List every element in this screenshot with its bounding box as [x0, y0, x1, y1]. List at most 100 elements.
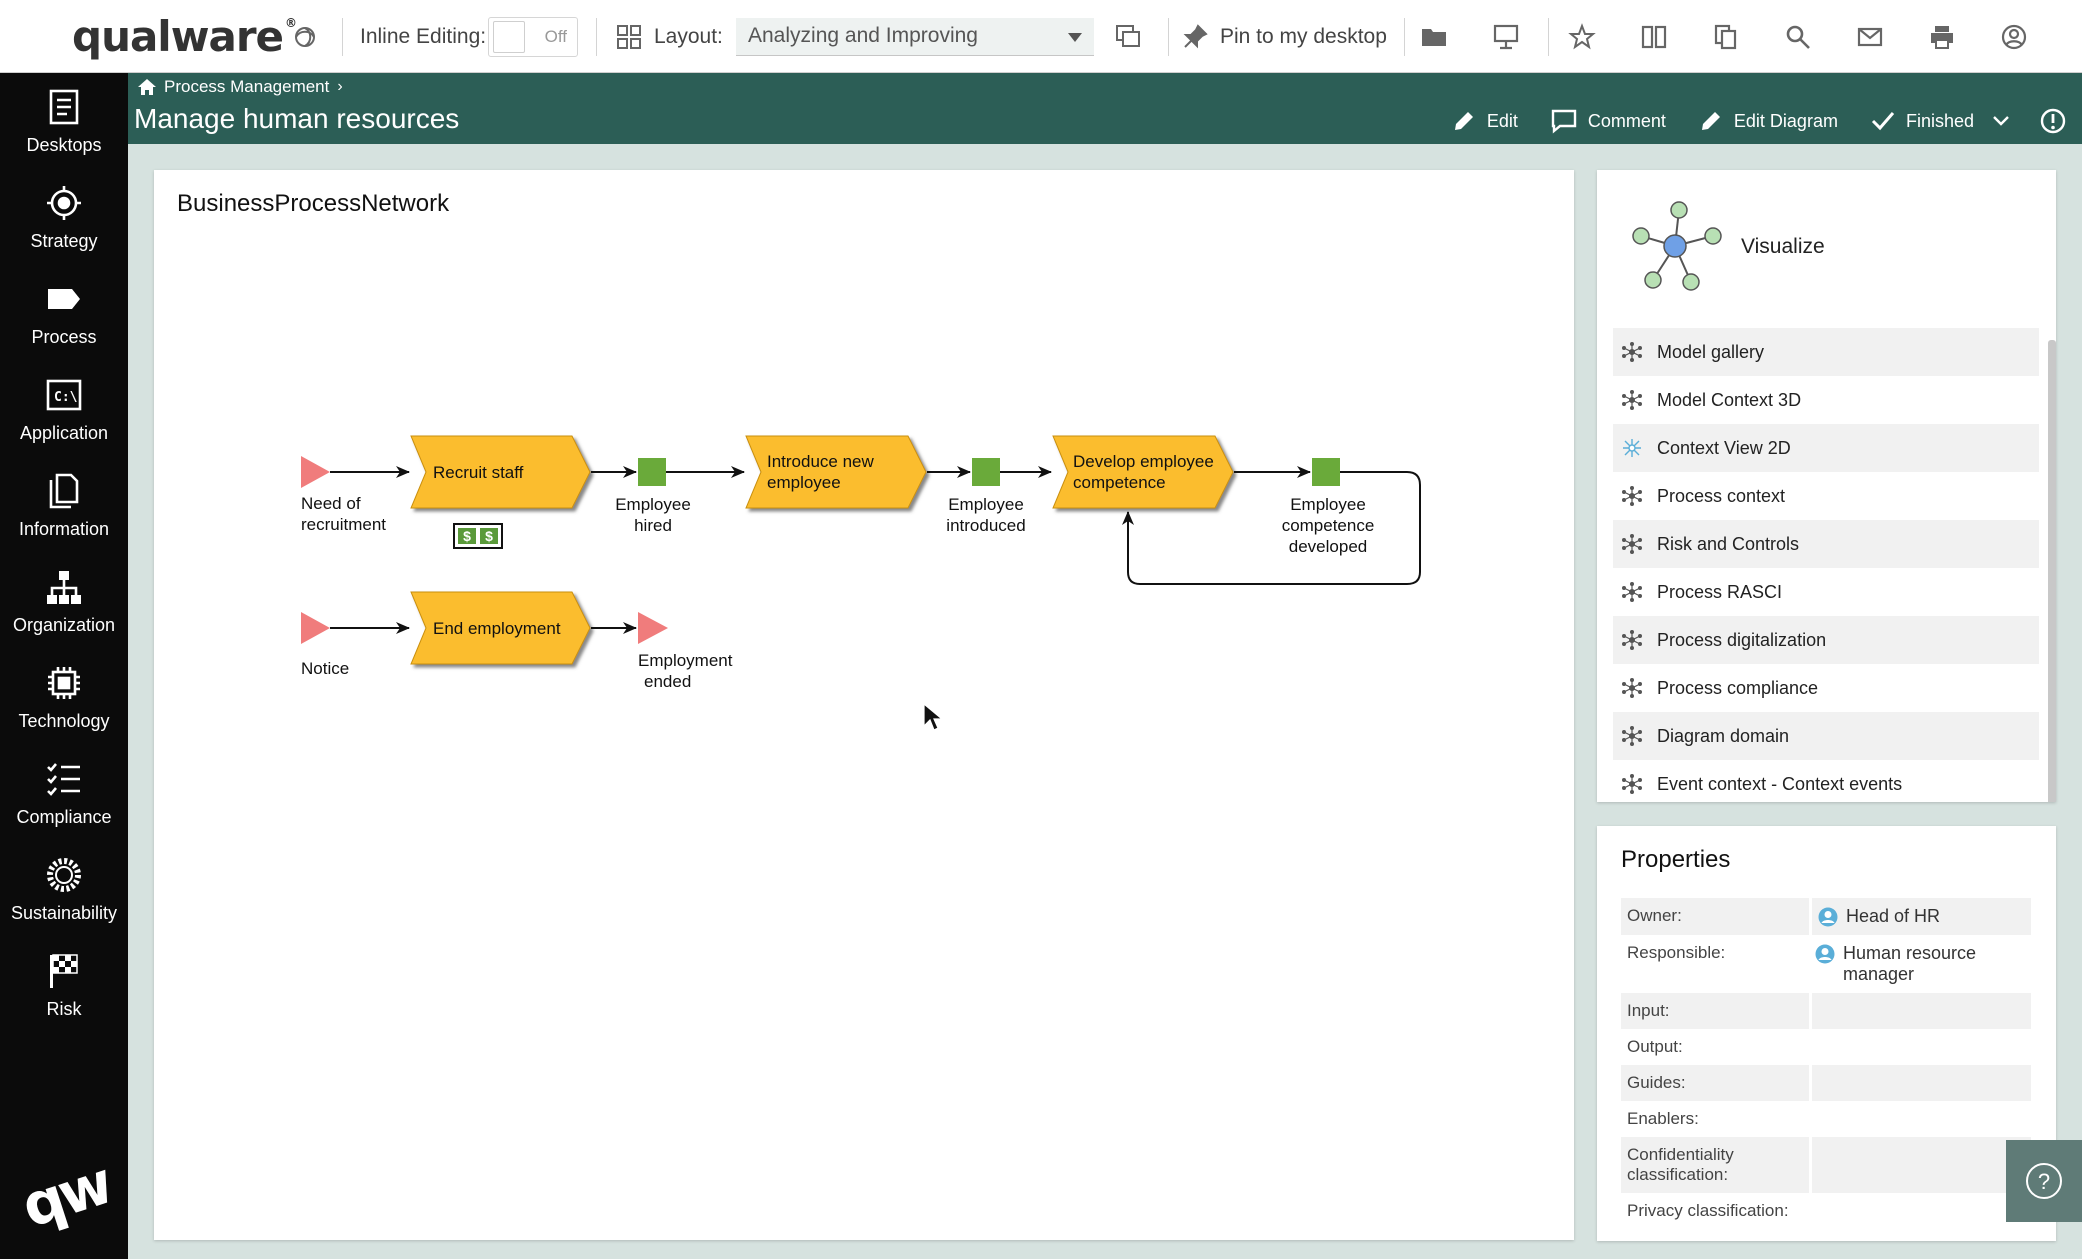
favorite-button[interactable] — [1568, 0, 1596, 73]
dollar-icon: $ — [463, 528, 471, 544]
property-value-link[interactable]: Head of HR — [1809, 898, 2031, 935]
network-icon — [1622, 342, 1642, 362]
toolbar-separator — [1404, 18, 1405, 56]
network-icon — [1622, 774, 1642, 794]
person-icon — [1815, 944, 1835, 964]
breadcrumb-process-management[interactable]: Process Management — [164, 77, 330, 96]
help-button[interactable]: ? — [2006, 1140, 2082, 1222]
properties-title: Properties — [1621, 846, 1731, 873]
event-label: Employee — [615, 495, 691, 514]
edit-diagram-button[interactable]: Edit Diagram — [1698, 108, 1838, 134]
end-event-employment-ended[interactable] — [638, 612, 668, 644]
event-label: Need of — [301, 494, 361, 513]
finished-label: Finished — [1905, 110, 1974, 131]
property-row-guides: Guides: — [1621, 1065, 2031, 1101]
visualize-item-label: Diagram domain — [1657, 725, 1790, 746]
nav-item-desktops[interactable]: Desktops — [0, 73, 128, 169]
nav-item-process[interactable]: Process — [0, 265, 128, 361]
inline-editing-toggle[interactable]: Off — [488, 16, 578, 57]
open-windows-button[interactable] — [1114, 0, 1142, 73]
folder-button[interactable] — [1420, 0, 1448, 73]
visualize-list: Model gallery Model Context 3D Context V… — [1613, 328, 2039, 802]
property-key: Output: — [1627, 1037, 1683, 1056]
strategy-icon — [44, 183, 84, 223]
presentation-button[interactable] — [1492, 0, 1520, 73]
copy-button[interactable] — [1712, 0, 1740, 73]
event-employee-introduced[interactable] — [972, 458, 1000, 486]
property-value — [1809, 993, 2031, 1029]
process-introduce-new-employee[interactable] — [745, 435, 927, 509]
visualize-item-diagram-domain[interactable]: Diagram domain — [1613, 712, 2039, 760]
event-label: ended — [644, 672, 691, 691]
property-row-output: Output: — [1621, 1029, 2031, 1065]
network-icon — [1622, 390, 1642, 410]
compliance-icon — [44, 759, 84, 799]
process-recruit-staff[interactable] — [410, 435, 591, 509]
nav-label: Organization — [12, 615, 116, 635]
nav-item-application[interactable]: C:\ Application — [0, 361, 128, 457]
pin-to-desktop-button[interactable]: Pin to my desktop — [1182, 0, 1387, 73]
process-label: Recruit staff — [433, 463, 524, 482]
qualiware-logo[interactable]: qualware® — [72, 11, 297, 61]
process-end-employment[interactable] — [410, 591, 591, 665]
visualize-scrollbar[interactable] — [2048, 340, 2056, 802]
nav-item-risk[interactable]: Risk — [0, 937, 128, 1033]
visualize-item-model-context-3d[interactable]: Model Context 3D — [1613, 376, 2039, 424]
context-view-icon — [1623, 439, 1641, 457]
process-label: End employment — [433, 619, 561, 638]
visualize-item-process-compliance[interactable]: Process compliance — [1613, 664, 2039, 712]
property-key: Privacy classification: — [1627, 1201, 1789, 1220]
network-icon — [1622, 582, 1642, 602]
mail-button[interactable] — [1856, 0, 1884, 73]
start-event-notice[interactable] — [301, 612, 330, 644]
info-button[interactable] — [2040, 108, 2076, 134]
finished-button[interactable]: Finished — [1870, 108, 1974, 134]
print-button[interactable] — [1928, 0, 1956, 73]
visualize-item-model-gallery[interactable]: Model gallery — [1613, 328, 2039, 376]
start-event-need-of-recruitment[interactable] — [301, 456, 330, 488]
nav-item-technology[interactable]: Technology — [0, 649, 128, 745]
visualize-item-risk-and-controls[interactable]: Risk and Controls — [1613, 520, 2039, 568]
user-account-button[interactable] — [2000, 0, 2028, 73]
property-key: Owner: — [1621, 898, 1809, 935]
search-button[interactable] — [1784, 0, 1812, 73]
layout-select[interactable]: Analyzing and Improving — [736, 17, 1094, 56]
event-employee-competence-developed[interactable] — [1312, 458, 1340, 486]
visualize-item-event-context[interactable]: Event context - Context events — [1613, 760, 2039, 802]
help-icon: ? — [2026, 1163, 2062, 1199]
finished-dropdown-button[interactable] — [1992, 114, 2020, 128]
property-value — [1809, 1101, 2031, 1137]
nav-label: Desktops — [26, 135, 102, 155]
alert-circle-icon — [2040, 108, 2066, 134]
nav-item-sustainability[interactable]: Sustainability — [0, 841, 128, 937]
visualize-item-process-rasci[interactable]: Process RASCI — [1613, 568, 2039, 616]
toolbar-separator — [1548, 18, 1549, 56]
process-develop-employee-competence[interactable] — [1052, 435, 1234, 509]
nav-item-organization[interactable]: Organization — [0, 553, 128, 649]
svg-text:C:\: C:\ — [54, 390, 78, 405]
property-value-link[interactable]: Human resource manager — [1809, 935, 2031, 993]
chevron-right-icon: › — [337, 78, 343, 95]
logo-text: qualware — [72, 11, 284, 61]
nav-label: Process — [31, 327, 97, 347]
home-icon[interactable] — [136, 77, 158, 97]
information-icon — [44, 471, 84, 511]
star-icon — [1568, 22, 1596, 49]
visualize-item-process-digitalization[interactable]: Process digitalization — [1613, 616, 2039, 664]
property-row-owner: Owner: Head of HR — [1621, 898, 2031, 935]
event-employee-hired[interactable] — [638, 458, 666, 486]
nav-item-information[interactable]: Information — [0, 457, 128, 553]
ai-assistant-button[interactable] — [292, 0, 318, 73]
comment-button[interactable]: Comment — [1550, 108, 1666, 134]
edit-button[interactable]: Edit — [1451, 108, 1518, 134]
compare-button[interactable] — [1640, 0, 1668, 73]
nav-item-compliance[interactable]: Compliance — [0, 745, 128, 841]
event-label: Notice — [301, 659, 349, 678]
search-icon — [1786, 25, 1810, 49]
visualize-item-process-context[interactable]: Process context — [1613, 472, 2039, 520]
process-label: employee — [767, 473, 841, 492]
scrollbar-thumb[interactable] — [2048, 340, 2056, 802]
nav-item-strategy[interactable]: Strategy — [0, 169, 128, 265]
visualize-item-context-view-2d[interactable]: Context View 2D — [1613, 424, 2039, 472]
mouse-cursor-icon — [923, 702, 944, 731]
